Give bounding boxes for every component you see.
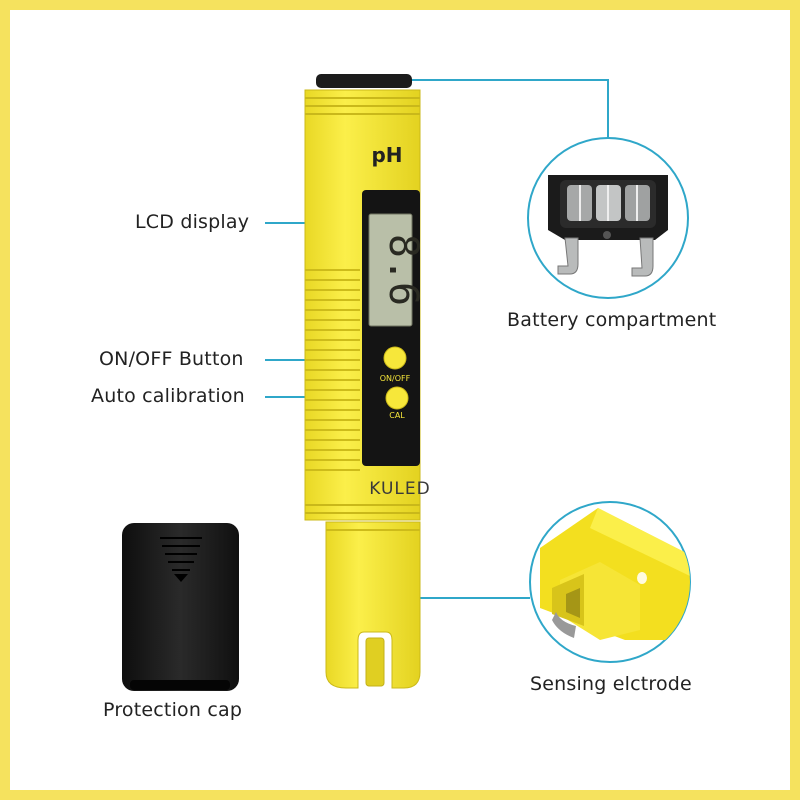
label-auto-calibration: Auto calibration: [91, 385, 245, 407]
ph-meter-pen: pH 8.6 ON/OFF CAL KULED: [304, 74, 430, 689]
grip-ridges-top: [305, 97, 420, 115]
pen-model-label: pH: [371, 143, 402, 167]
protection-cap-image: [122, 523, 239, 691]
electrode-slot: [365, 637, 385, 687]
label-sensing-electrode: Sensing elctrode: [530, 673, 692, 695]
pen-lower-cover: [325, 521, 421, 689]
battery-compartment-callout: [527, 137, 689, 299]
label-protection-cap: Protection cap: [103, 699, 243, 721]
pen-top-cap: [316, 74, 412, 88]
sensing-electrode-callout: [529, 501, 691, 663]
on-off-button-shape: [383, 346, 407, 370]
label-battery-compartment: Battery compartment: [507, 309, 717, 331]
leader-battery: [412, 79, 609, 138]
cal-button-shape: [385, 386, 409, 410]
grip-ridges-bottom: [305, 504, 420, 514]
button-on-off-label: ON/OFF: [380, 374, 411, 383]
label-lcd-display: LCD display: [135, 211, 250, 233]
lcd-screen: [368, 213, 413, 327]
pen-brand: KULED: [369, 479, 430, 499]
lcd-reading: 8.6: [380, 234, 426, 306]
button-cal-label: CAL: [389, 411, 405, 420]
label-on-off-button: ON/OFF Button: [99, 348, 244, 370]
grip-ridges-side: [305, 269, 360, 471]
